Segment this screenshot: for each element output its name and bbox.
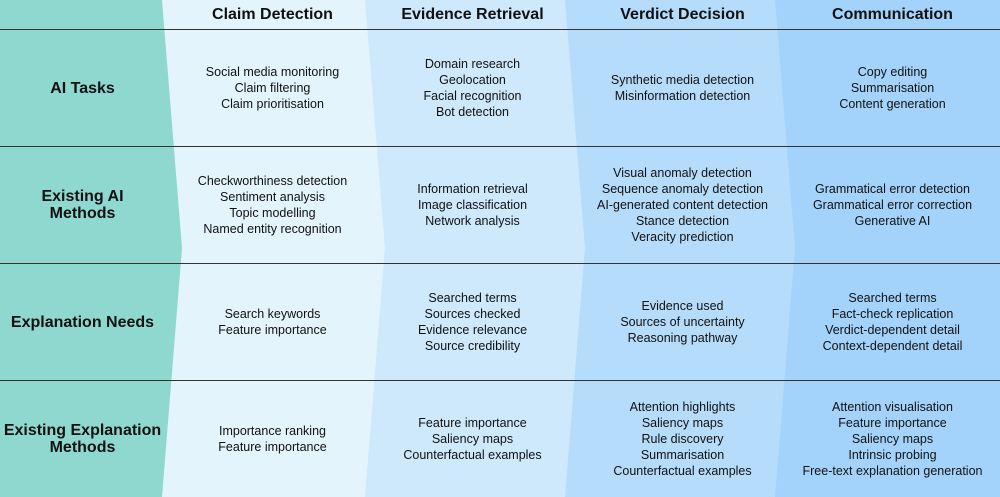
cell-item: Source credibility — [424, 339, 521, 353]
cell-item: Searched terms — [848, 291, 937, 305]
row-label: AI Tasks — [0, 30, 165, 146]
cell-item: Named entity recognition — [203, 222, 342, 236]
cell-item: Feature importance — [218, 323, 327, 337]
cell-item: Bot detection — [436, 105, 509, 119]
cell-item: Importance ranking — [218, 424, 326, 438]
cell-item: Stance detection — [635, 214, 730, 228]
cell-item: Summarisation — [850, 81, 935, 95]
cell-item: Evidence used — [641, 299, 724, 313]
cell-item: Veracity prediction — [631, 230, 734, 244]
cell-item: Search keywords — [224, 307, 321, 321]
cell-item: Sources of uncertainty — [620, 315, 745, 329]
cell-item: Content generation — [839, 97, 946, 111]
label-band — [0, 0, 182, 497]
column-header: Verdict Decision — [620, 6, 745, 23]
cell-item: Synthetic media detection — [610, 73, 755, 87]
cell-item: Evidence relevance — [417, 323, 528, 337]
cell-item: Sentiment analysis — [220, 190, 325, 204]
cell-item: Generative AI — [854, 214, 931, 228]
row-label-line: Explanation Needs — [10, 313, 155, 331]
row-label-line: Methods — [49, 439, 116, 456]
cell-item: Feature importance — [218, 440, 327, 454]
cell-item: Claim filtering — [234, 81, 311, 95]
row-divider — [0, 380, 1000, 381]
cell-item: Context-dependent detail — [822, 339, 963, 353]
cell-item: Social media monitoring — [205, 65, 340, 79]
cell-item: Visual anomaly detection — [613, 166, 752, 180]
cell-item: Free-text explanation generation — [802, 464, 983, 478]
column-header: Evidence Retrieval — [401, 6, 544, 23]
cell-item: Verdict-dependent detail — [825, 323, 960, 337]
column-header: Claim Detection — [212, 6, 333, 23]
cell-item: Saliency maps — [431, 432, 514, 446]
cell-item: Rule discovery — [641, 432, 724, 446]
cell-item: Sequence anomaly detection — [601, 182, 764, 196]
cell-item: Intrinsic probing — [848, 448, 937, 462]
row-label-line: Methods — [49, 205, 116, 222]
cell-item: Summarisation — [640, 448, 725, 462]
cell-item: Counterfactual examples — [613, 464, 752, 478]
row-divider — [0, 146, 1000, 147]
cell-item: Misinformation detection — [614, 89, 751, 103]
row-label: Explanation Needs — [0, 264, 165, 380]
cell-item: Feature importance — [838, 416, 947, 430]
cell-item: Claim prioritisation — [221, 97, 324, 111]
row-divider — [0, 263, 1000, 264]
row-label-line: AI Tasks — [50, 79, 115, 97]
row-divider — [0, 29, 1000, 30]
cell-item: Attention highlights — [629, 400, 736, 414]
cell-item: Grammatical error detection — [815, 182, 970, 196]
cell-item: Sources checked — [424, 307, 521, 321]
cell-item: Network analysis — [425, 214, 520, 228]
row-label-line: Existing Explanation — [3, 422, 162, 439]
cell-item: Saliency maps — [851, 432, 934, 446]
cell-item: Facial recognition — [423, 89, 522, 103]
cell-item: Domain research — [424, 57, 521, 71]
cell-item: Image classification — [417, 198, 528, 212]
cell-item: Counterfactual examples — [403, 448, 542, 462]
cell-item: Copy editing — [857, 65, 928, 79]
cell-item: Feature importance — [418, 416, 527, 430]
cell-item: Checkworthiness detection — [197, 174, 348, 188]
cell-item: AI-generated content detection — [597, 198, 768, 212]
cell-item: Topic modelling — [229, 206, 316, 220]
cell-item: Information retrieval — [417, 182, 528, 196]
cell-item: Geolocation — [439, 73, 506, 87]
cell-item: Searched terms — [428, 291, 517, 305]
column-header: Communication — [832, 6, 953, 23]
cell-item: Attention visualisation — [832, 400, 953, 414]
row-label-line: Existing AI — [41, 188, 124, 205]
cell-item: Saliency maps — [641, 416, 724, 430]
cell-item: Reasoning pathway — [627, 331, 738, 345]
cell-item: Grammatical error correction — [812, 198, 973, 212]
cell-item: Fact-check replication — [831, 307, 954, 321]
